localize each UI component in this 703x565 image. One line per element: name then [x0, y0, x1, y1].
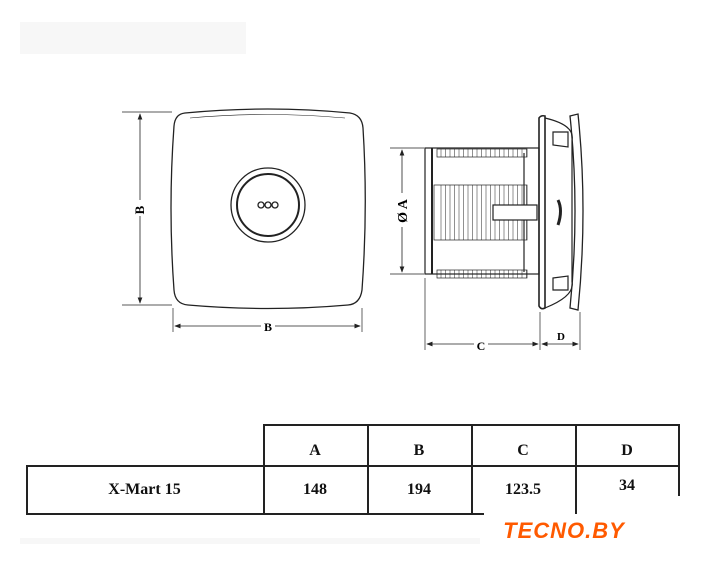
- model-name: X-Mart 15: [108, 481, 181, 498]
- value-c: 123.5: [505, 481, 541, 498]
- value-b: 194: [407, 481, 431, 498]
- value-d: 34: [619, 477, 635, 494]
- technical-drawing: B B: [122, 108, 584, 353]
- logo-text: TECNO.BY: [503, 518, 625, 543]
- header-d: D: [621, 442, 633, 459]
- grille-label: D: [557, 331, 565, 343]
- tecno-by-logo: TECNO.BY: [484, 514, 644, 548]
- value-a: 148: [303, 481, 327, 498]
- front-view: [122, 108, 366, 332]
- depth-label: C: [477, 339, 486, 353]
- fan-cover-outline: [170, 108, 366, 310]
- bottom-band: [20, 538, 480, 544]
- header-a: A: [309, 442, 321, 459]
- diameter-label: Ø A: [396, 198, 411, 223]
- blank-label-area: [20, 22, 246, 54]
- side-view: [390, 113, 584, 350]
- height-label: B: [132, 205, 147, 214]
- center-button-outer: [230, 167, 306, 243]
- header-c: C: [517, 442, 529, 459]
- header-b: B: [413, 442, 425, 459]
- width-label: B: [264, 320, 272, 334]
